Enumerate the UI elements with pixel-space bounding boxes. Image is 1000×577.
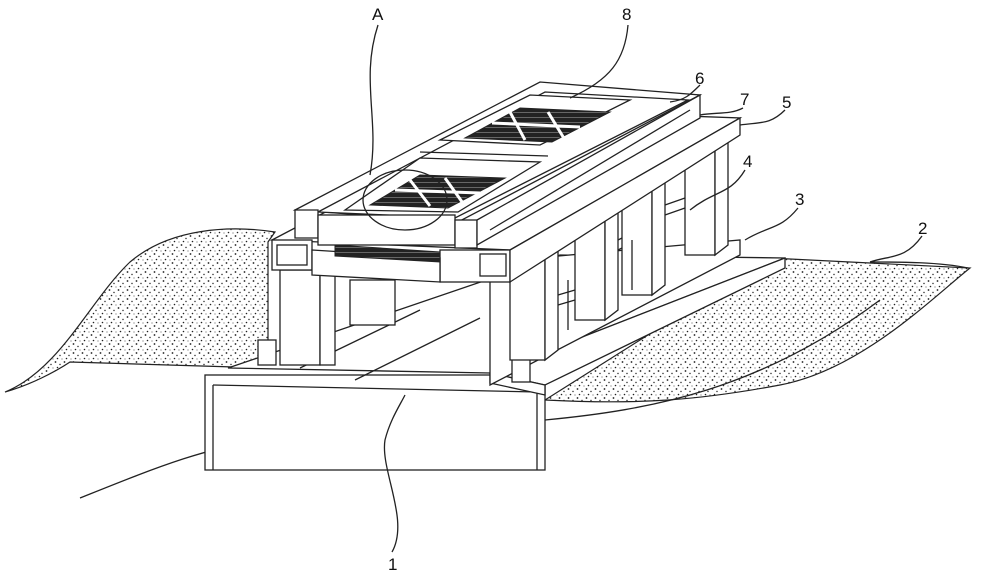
label-4: 4	[743, 152, 752, 171]
foundation-pit	[205, 375, 545, 470]
label-2: 2	[918, 219, 927, 238]
label-6: 6	[695, 69, 704, 88]
label-a: A	[372, 5, 384, 24]
label-5: 5	[782, 93, 791, 112]
label-1: 1	[388, 555, 397, 574]
label-8: 8	[622, 5, 631, 24]
label-7: 7	[740, 90, 749, 109]
label-3: 3	[795, 190, 804, 209]
